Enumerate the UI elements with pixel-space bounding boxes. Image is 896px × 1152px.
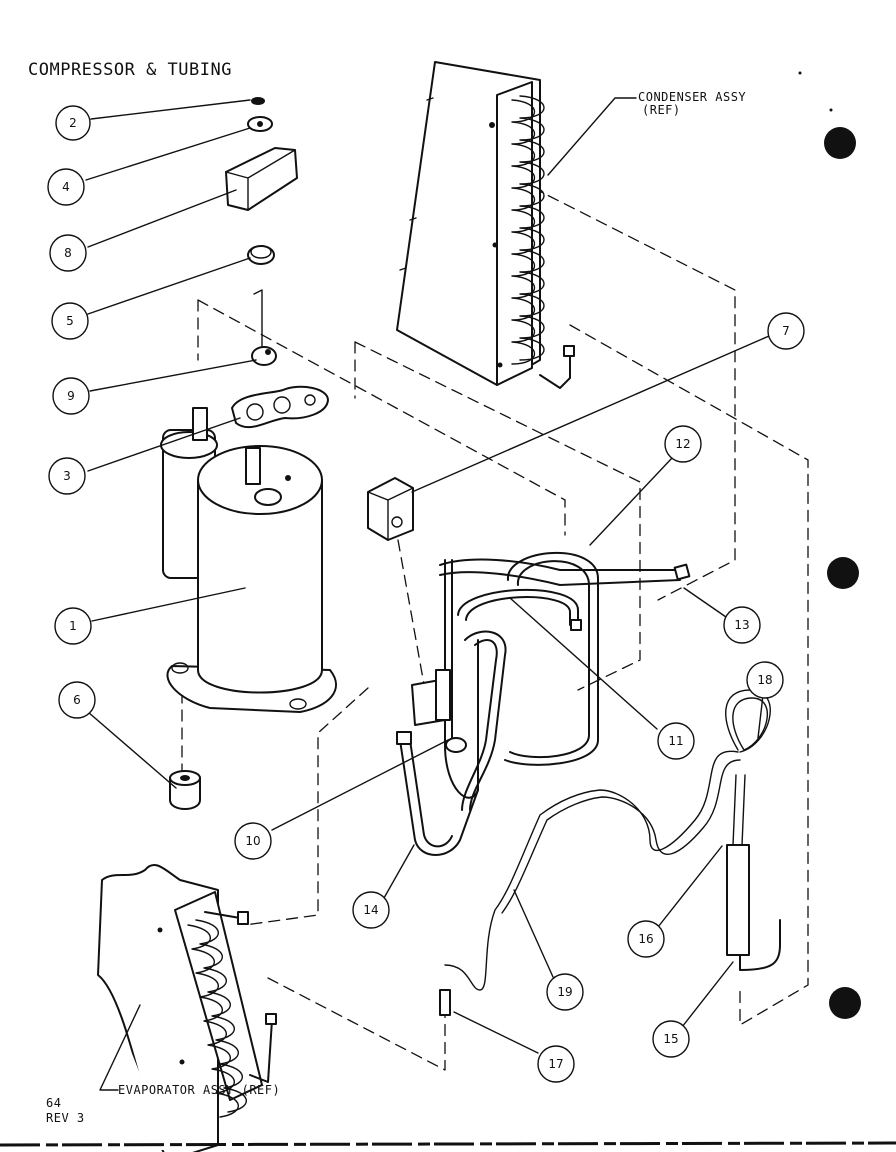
condenser-assembly — [396, 61, 575, 389]
assembly-dashed-lines — [181, 154, 809, 1071]
callout-18: 18 — [746, 661, 784, 699]
svg-text:7: 7 — [782, 324, 790, 338]
part-8-cover — [225, 147, 298, 211]
svg-text:4: 4 — [62, 180, 70, 194]
svg-text:16: 16 — [638, 932, 653, 946]
svg-text:12: 12 — [675, 437, 690, 451]
binder-holes — [798, 71, 861, 1019]
callout-19: 19 — [546, 973, 584, 1011]
capillary-tube — [439, 689, 781, 1016]
callout-8: 8 — [49, 234, 87, 272]
svg-text:10: 10 — [245, 834, 260, 848]
part-7-coil — [367, 477, 414, 541]
evaporator-label-text: EVAPORATOR ASSY (REF) — [118, 1083, 280, 1097]
callout-6: 6 — [58, 681, 96, 719]
evaporator-label: EVAPORATOR ASSY (REF) — [99, 1004, 280, 1097]
svg-text:19: 19 — [557, 985, 572, 999]
part-5-clip — [247, 245, 275, 265]
evaporator-assembly — [68, 864, 277, 1152]
callout-1: 1 — [54, 607, 92, 645]
svg-text:15: 15 — [663, 1032, 678, 1046]
diagram-title: COMPRESSOR & TUBING — [28, 60, 232, 80]
callout-leaders — [85, 99, 770, 1054]
svg-text:1: 1 — [69, 619, 77, 633]
svg-text:11: 11 — [668, 734, 683, 748]
svg-text:18: 18 — [757, 673, 772, 687]
callout-5: 5 — [51, 302, 89, 340]
part-9-overload — [251, 289, 277, 366]
svg-text:2: 2 — [69, 116, 77, 130]
revision-label: REV 3 — [46, 1111, 85, 1125]
svg-text:9: 9 — [67, 389, 75, 403]
svg-text:14: 14 — [363, 903, 378, 917]
condenser-label: CONDENSER ASSY (REF) — [547, 90, 746, 176]
callout-16: 16 — [627, 920, 665, 958]
callout-14: 14 — [352, 891, 390, 929]
condenser-label-line-2: (REF) — [642, 103, 681, 117]
part-4-washer — [247, 116, 273, 132]
callout-2: 2 — [55, 105, 91, 141]
callout-7: 7 — [767, 312, 805, 350]
part-3-gasket — [231, 385, 329, 429]
scan-edge — [0, 1141, 896, 1147]
callout-12: 12 — [664, 425, 702, 463]
svg-text:13: 13 — [734, 618, 749, 632]
svg-text:3: 3 — [63, 469, 71, 483]
callout-15: 15 — [652, 1020, 690, 1058]
callout-11: 11 — [657, 722, 695, 760]
svg-text:8: 8 — [64, 246, 72, 260]
callout-9: 9 — [52, 377, 90, 415]
callout-3: 3 — [48, 457, 86, 495]
svg-text:5: 5 — [66, 314, 74, 328]
part-6-mount — [169, 770, 201, 810]
callout-13: 13 — [723, 606, 761, 644]
svg-text:6: 6 — [73, 693, 81, 707]
part-2-grommet — [251, 97, 265, 105]
callout-17: 17 — [537, 1045, 575, 1083]
callout-4: 4 — [47, 168, 85, 206]
tubing-assembly — [396, 551, 691, 856]
compressor — [160, 407, 337, 713]
callout-10: 10 — [234, 822, 272, 860]
page-number: 64 — [46, 1096, 61, 1110]
svg-text:17: 17 — [548, 1057, 563, 1071]
condenser-label-line-1: CONDENSER ASSY — [638, 90, 746, 104]
